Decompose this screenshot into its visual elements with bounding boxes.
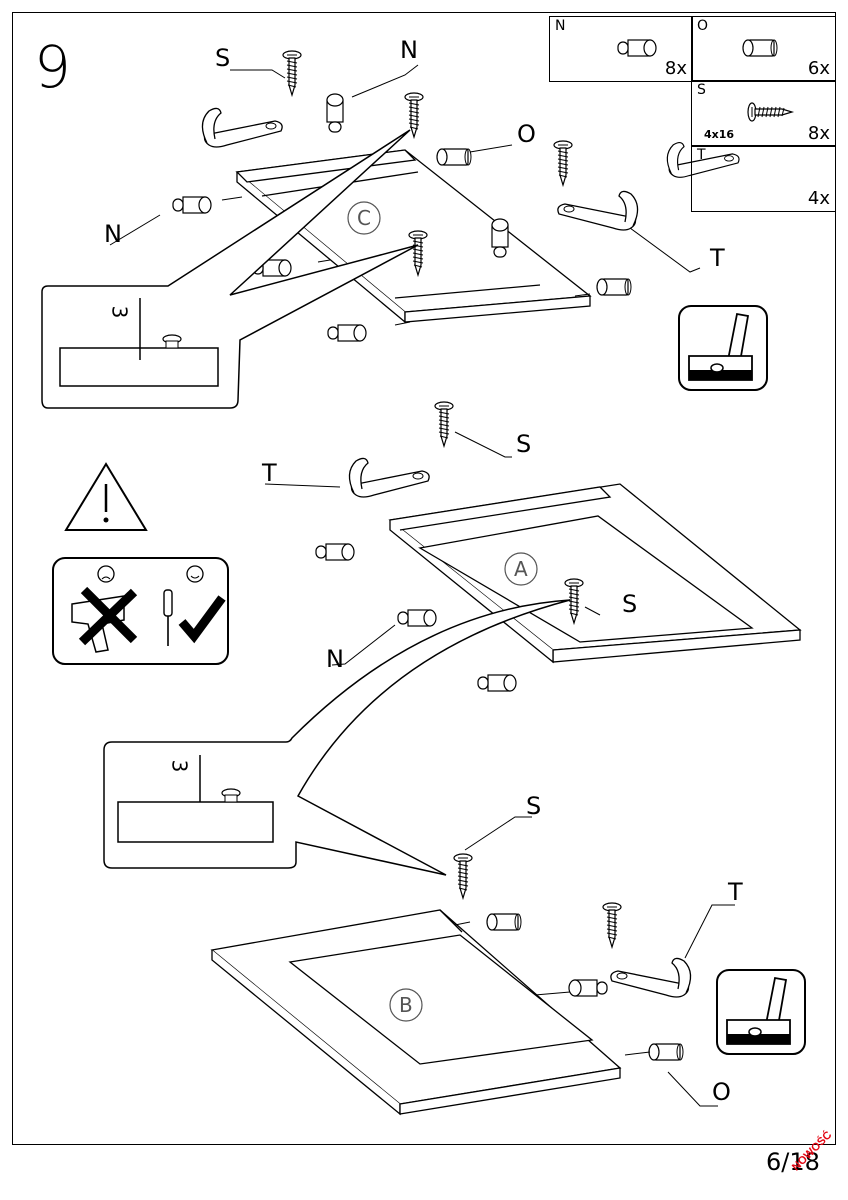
callout-o: O — [517, 120, 536, 148]
part-n-cell: N 8x — [549, 16, 693, 82]
callout-t: T — [710, 244, 725, 272]
panel-label-a: A — [514, 557, 528, 581]
callout-t: T — [728, 878, 743, 906]
callout-s: S — [516, 430, 532, 458]
part-quantity: 8x — [807, 123, 830, 144]
warning-icon — [64, 462, 148, 531]
part-code: N — [555, 18, 566, 34]
part-t-cell: T 4x — [691, 145, 836, 212]
detail-screw-middle — [221, 788, 241, 803]
part-size: 4x16 — [704, 128, 735, 141]
detail-screw-top — [162, 334, 182, 349]
parts-table: N 8x O 6x S 4x16 8x T 4x — [549, 16, 836, 212]
part-quantity: 4x — [807, 188, 830, 209]
callout-s: S — [526, 792, 542, 820]
callout-n: N — [400, 36, 418, 64]
screwdriver-icon — [163, 565, 226, 646]
callout-s: S — [622, 590, 638, 618]
part-code: T — [697, 147, 706, 163]
part-o-cell: O 6x — [691, 16, 836, 82]
panel-label-c: C — [357, 206, 371, 230]
panel-a-assembly — [388, 483, 802, 664]
hammer-icon — [716, 969, 806, 1055]
panel-b-assembly — [210, 909, 622, 1116]
part-quantity: 8x — [664, 58, 687, 79]
part-code: O — [697, 18, 709, 34]
detail-depth-top: 3 — [107, 305, 132, 319]
page-number: 6/18 — [766, 1148, 820, 1176]
step-number: 9 — [34, 33, 71, 101]
part-quantity: 6x — [807, 58, 830, 79]
callout-t: T — [262, 459, 277, 487]
detail-bubble-middle — [103, 599, 571, 876]
callout-n: N — [326, 645, 344, 673]
detail-depth-middle: 3 — [167, 759, 192, 773]
panel-label-b: B — [399, 993, 413, 1017]
no-power-drill-icon — [71, 565, 138, 653]
part-s-cell: S 4x16 8x — [691, 80, 836, 147]
detail-bubble-top — [41, 129, 419, 409]
callout-s: S — [215, 44, 231, 72]
page-frame — [12, 12, 836, 1145]
part-code: S — [697, 82, 706, 98]
callout-o: O — [712, 1078, 731, 1106]
callout-n: N — [104, 220, 122, 248]
hammer-icon — [678, 305, 768, 391]
tool-advice-panel — [52, 557, 229, 665]
